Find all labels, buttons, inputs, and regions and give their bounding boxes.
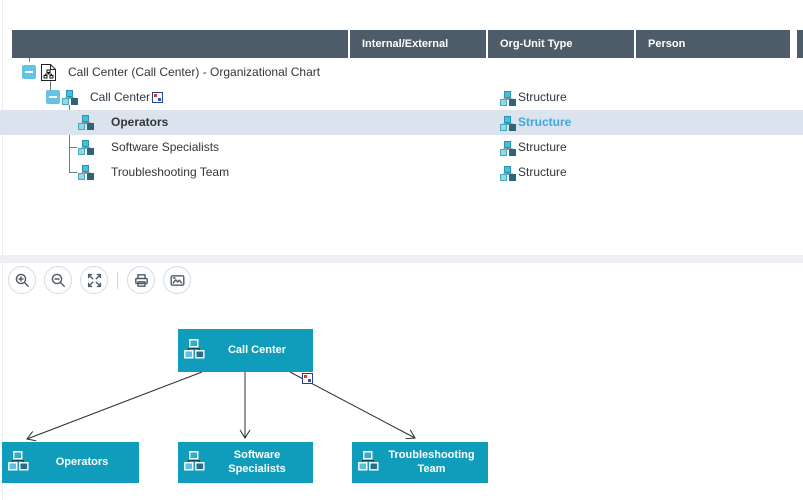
toolbar-separator — [117, 271, 118, 289]
chart-node-label: Troubleshooting Team — [388, 449, 475, 475]
export-image-icon — [170, 274, 185, 286]
print-button[interactable] — [127, 266, 155, 294]
org-unit-icon — [78, 140, 94, 155]
zoom-out-icon — [51, 273, 65, 287]
zoom-out-button[interactable] — [44, 266, 72, 294]
org-unit-type-value: Structure — [518, 115, 572, 129]
tree-line — [50, 79, 51, 90]
org-unit-box-icon — [183, 450, 205, 475]
org-chart-canvas: Call Center Operators — [0, 264, 803, 500]
tree-line — [69, 105, 70, 173]
org-unit-box-icon — [183, 338, 205, 363]
structure-type-icon — [500, 165, 516, 190]
chart-node-troubleshooting-team[interactable]: Troubleshooting Team — [352, 442, 488, 483]
tree-node-label: Software Specialists — [111, 140, 220, 154]
structure-type-icon — [500, 115, 516, 140]
tree-row-root[interactable]: Call Center (Call Center) - Organization… — [0, 60, 803, 85]
org-unit-type-value: Structure — [518, 90, 567, 104]
tree-line — [69, 172, 77, 173]
object-status-icon — [302, 373, 313, 384]
chart-node-call-center[interactable]: Call Center — [178, 329, 313, 372]
chart-node-label: Operators — [55, 455, 109, 468]
org-unit-box-icon — [7, 450, 29, 475]
fit-to-screen-icon — [87, 273, 101, 287]
org-unit-type-value: Structure — [518, 140, 567, 154]
chart-node-software-specialists[interactable]: Software Specialists — [178, 442, 313, 483]
tree-row-troubleshooting-team[interactable]: Troubleshooting Team Structure — [0, 160, 803, 185]
chart-node-operators[interactable]: Operators — [2, 442, 139, 483]
column-header-stub — [797, 30, 803, 58]
org-unit-type-value: Structure — [518, 165, 567, 179]
org-unit-icon — [62, 90, 78, 105]
tree-row-operators[interactable]: Operators Structure — [0, 110, 803, 135]
column-header-internal-external: Internal/External — [350, 30, 486, 58]
zoom-in-icon — [15, 273, 29, 287]
panel-divider — [0, 255, 803, 263]
fit-to-screen-button[interactable] — [80, 266, 108, 294]
tree-node-label: Troubleshooting Team — [111, 165, 230, 179]
column-header-person: Person — [636, 30, 790, 58]
tree-node-label: Call Center — [90, 90, 151, 104]
chart-node-label: Software Specialists — [228, 449, 286, 475]
tree-line — [69, 147, 77, 148]
org-unit-box-icon — [357, 450, 379, 475]
tree-line — [29, 58, 30, 62]
column-header-tree — [12, 30, 348, 58]
chart-toolbar — [8, 266, 191, 294]
collapse-toggle[interactable] — [22, 65, 36, 79]
org-unit-icon — [78, 165, 94, 180]
structure-type-icon — [500, 140, 516, 165]
left-border — [2, 0, 3, 500]
export-image-button[interactable] — [163, 266, 191, 294]
zoom-in-button[interactable] — [8, 266, 36, 294]
column-header-org-unit-type: Org-Unit Type — [488, 30, 634, 58]
print-icon — [134, 273, 148, 287]
tree-row-call-center[interactable]: Call Center Structure — [0, 85, 803, 110]
org-unit-icon — [78, 115, 94, 130]
chart-node-label: Call Center — [227, 343, 287, 356]
object-status-icon — [152, 92, 163, 103]
org-chart-document-icon — [40, 63, 57, 82]
structure-type-icon — [500, 90, 516, 115]
collapse-toggle[interactable] — [46, 90, 60, 104]
tree-node-label: Operators — [111, 115, 169, 129]
tree-node-label: Call Center (Call Center) - Organization… — [68, 65, 321, 79]
tree-row-software-specialists[interactable]: Software Specialists Structure — [0, 135, 803, 160]
